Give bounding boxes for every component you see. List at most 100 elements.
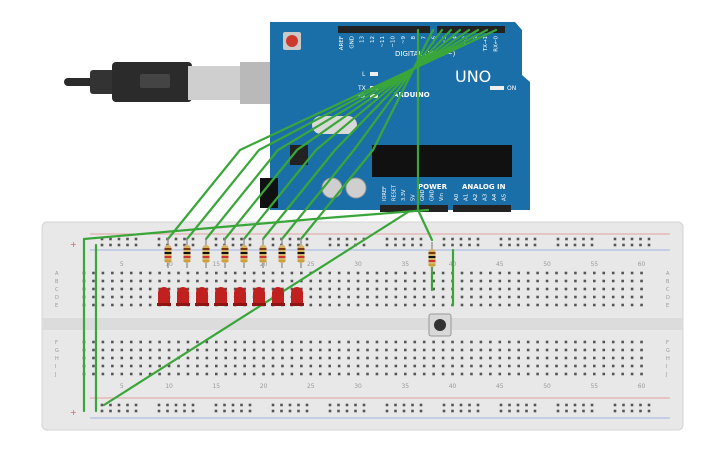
terminal-hole[interactable] bbox=[347, 295, 350, 299]
rail-hole[interactable] bbox=[402, 409, 406, 413]
terminal-hole[interactable] bbox=[375, 287, 379, 291]
terminal-hole[interactable] bbox=[186, 279, 190, 283]
terminal-hole[interactable] bbox=[574, 279, 577, 283]
terminal-hole[interactable] bbox=[356, 372, 360, 376]
terminal-hole[interactable] bbox=[526, 372, 530, 376]
rail-hole[interactable] bbox=[525, 403, 528, 407]
terminal-hole[interactable] bbox=[526, 279, 530, 283]
terminal-hole[interactable] bbox=[460, 348, 464, 352]
terminal-hole[interactable] bbox=[404, 279, 407, 283]
terminal-hole[interactable] bbox=[460, 271, 464, 275]
terminal-hole[interactable] bbox=[318, 303, 322, 307]
terminal-hole[interactable] bbox=[243, 356, 246, 360]
terminal-hole[interactable] bbox=[507, 295, 511, 299]
terminal-hole[interactable] bbox=[564, 303, 568, 307]
terminal-hole[interactable] bbox=[564, 356, 568, 360]
rail-hole[interactable] bbox=[248, 403, 252, 407]
terminal-hole[interactable] bbox=[593, 372, 596, 376]
terminal-hole[interactable] bbox=[139, 287, 142, 291]
terminal-hole[interactable] bbox=[120, 356, 124, 360]
rail-hole[interactable] bbox=[419, 243, 423, 247]
terminal-hole[interactable] bbox=[328, 287, 331, 291]
rail-hole[interactable] bbox=[134, 409, 138, 413]
terminal-hole[interactable] bbox=[611, 356, 615, 360]
terminal-hole[interactable] bbox=[243, 364, 246, 368]
terminal-hole[interactable] bbox=[517, 303, 520, 307]
rail-hole[interactable] bbox=[271, 409, 275, 413]
terminal-hole[interactable] bbox=[621, 279, 624, 283]
rail-hole[interactable] bbox=[174, 237, 178, 241]
terminal-hole[interactable] bbox=[366, 279, 369, 283]
terminal-hole[interactable] bbox=[394, 356, 398, 360]
terminal-hole[interactable] bbox=[640, 295, 643, 299]
terminal-hole[interactable] bbox=[640, 303, 643, 307]
terminal-hole[interactable] bbox=[347, 271, 350, 275]
rail-hole[interactable] bbox=[582, 243, 585, 247]
rail-hole[interactable] bbox=[345, 403, 349, 407]
terminal-hole[interactable] bbox=[129, 279, 133, 283]
terminal-hole[interactable] bbox=[640, 364, 643, 368]
terminal-hole[interactable] bbox=[470, 287, 473, 291]
terminal-hole[interactable] bbox=[545, 279, 549, 283]
terminal-hole[interactable] bbox=[602, 279, 606, 283]
terminal-hole[interactable] bbox=[441, 271, 445, 275]
rail-hole[interactable] bbox=[214, 243, 218, 247]
terminal-hole[interactable] bbox=[92, 340, 95, 344]
rail-hole[interactable] bbox=[525, 243, 528, 247]
rail-hole[interactable] bbox=[582, 237, 585, 241]
terminal-hole[interactable] bbox=[507, 340, 511, 344]
terminal-hole[interactable] bbox=[120, 279, 124, 283]
terminal-hole[interactable] bbox=[290, 356, 294, 360]
terminal-hole[interactable] bbox=[148, 356, 152, 360]
resistor[interactable] bbox=[259, 238, 267, 268]
terminal-hole[interactable] bbox=[356, 279, 360, 283]
terminal-hole[interactable] bbox=[290, 279, 294, 283]
terminal-hole[interactable] bbox=[196, 348, 199, 352]
rail-hole[interactable] bbox=[240, 243, 243, 247]
rail-hole[interactable] bbox=[451, 237, 454, 241]
terminal-hole[interactable] bbox=[517, 364, 520, 368]
terminal-hole[interactable] bbox=[593, 356, 596, 360]
rail-hole[interactable] bbox=[288, 243, 292, 247]
rail-hole[interactable] bbox=[345, 409, 349, 413]
rail-hole[interactable] bbox=[419, 403, 423, 407]
terminal-hole[interactable] bbox=[489, 303, 492, 307]
terminal-hole[interactable] bbox=[233, 364, 237, 368]
terminal-hole[interactable] bbox=[621, 295, 624, 299]
rail-hole[interactable] bbox=[411, 403, 414, 407]
terminal-hole[interactable] bbox=[470, 279, 473, 283]
terminal-hole[interactable] bbox=[517, 271, 520, 275]
terminal-hole[interactable] bbox=[413, 295, 417, 299]
terminal-hole[interactable] bbox=[441, 303, 445, 307]
terminal-hole[interactable] bbox=[583, 303, 587, 307]
rail-hole[interactable] bbox=[630, 409, 634, 413]
terminal-hole[interactable] bbox=[186, 372, 190, 376]
terminal-hole[interactable] bbox=[205, 372, 209, 376]
rail-hole[interactable] bbox=[100, 237, 104, 241]
terminal-hole[interactable] bbox=[167, 364, 171, 368]
terminal-hole[interactable] bbox=[129, 303, 133, 307]
rail-hole[interactable] bbox=[533, 243, 537, 247]
terminal-hole[interactable] bbox=[158, 279, 161, 283]
terminal-hole[interactable] bbox=[215, 271, 218, 275]
terminal-hole[interactable] bbox=[555, 372, 558, 376]
rail-hole[interactable] bbox=[402, 403, 406, 407]
terminal-hole[interactable] bbox=[347, 364, 350, 368]
terminal-hole[interactable] bbox=[611, 295, 615, 299]
terminal-hole[interactable] bbox=[111, 287, 114, 291]
terminal-hole[interactable] bbox=[366, 271, 369, 275]
terminal-hole[interactable] bbox=[630, 340, 634, 344]
terminal-hole[interactable] bbox=[281, 372, 284, 376]
terminal-hole[interactable] bbox=[630, 356, 634, 360]
terminal-hole[interactable] bbox=[375, 372, 379, 376]
terminal-hole[interactable] bbox=[602, 364, 606, 368]
terminal-hole[interactable] bbox=[186, 348, 190, 352]
terminal-hole[interactable] bbox=[602, 340, 606, 344]
terminal-hole[interactable] bbox=[347, 287, 350, 291]
terminal-hole[interactable] bbox=[148, 340, 152, 344]
rail-hole[interactable] bbox=[223, 403, 226, 407]
led[interactable] bbox=[290, 287, 304, 306]
terminal-hole[interactable] bbox=[92, 356, 95, 360]
rail-hole[interactable] bbox=[117, 243, 121, 247]
terminal-hole[interactable] bbox=[526, 340, 530, 344]
